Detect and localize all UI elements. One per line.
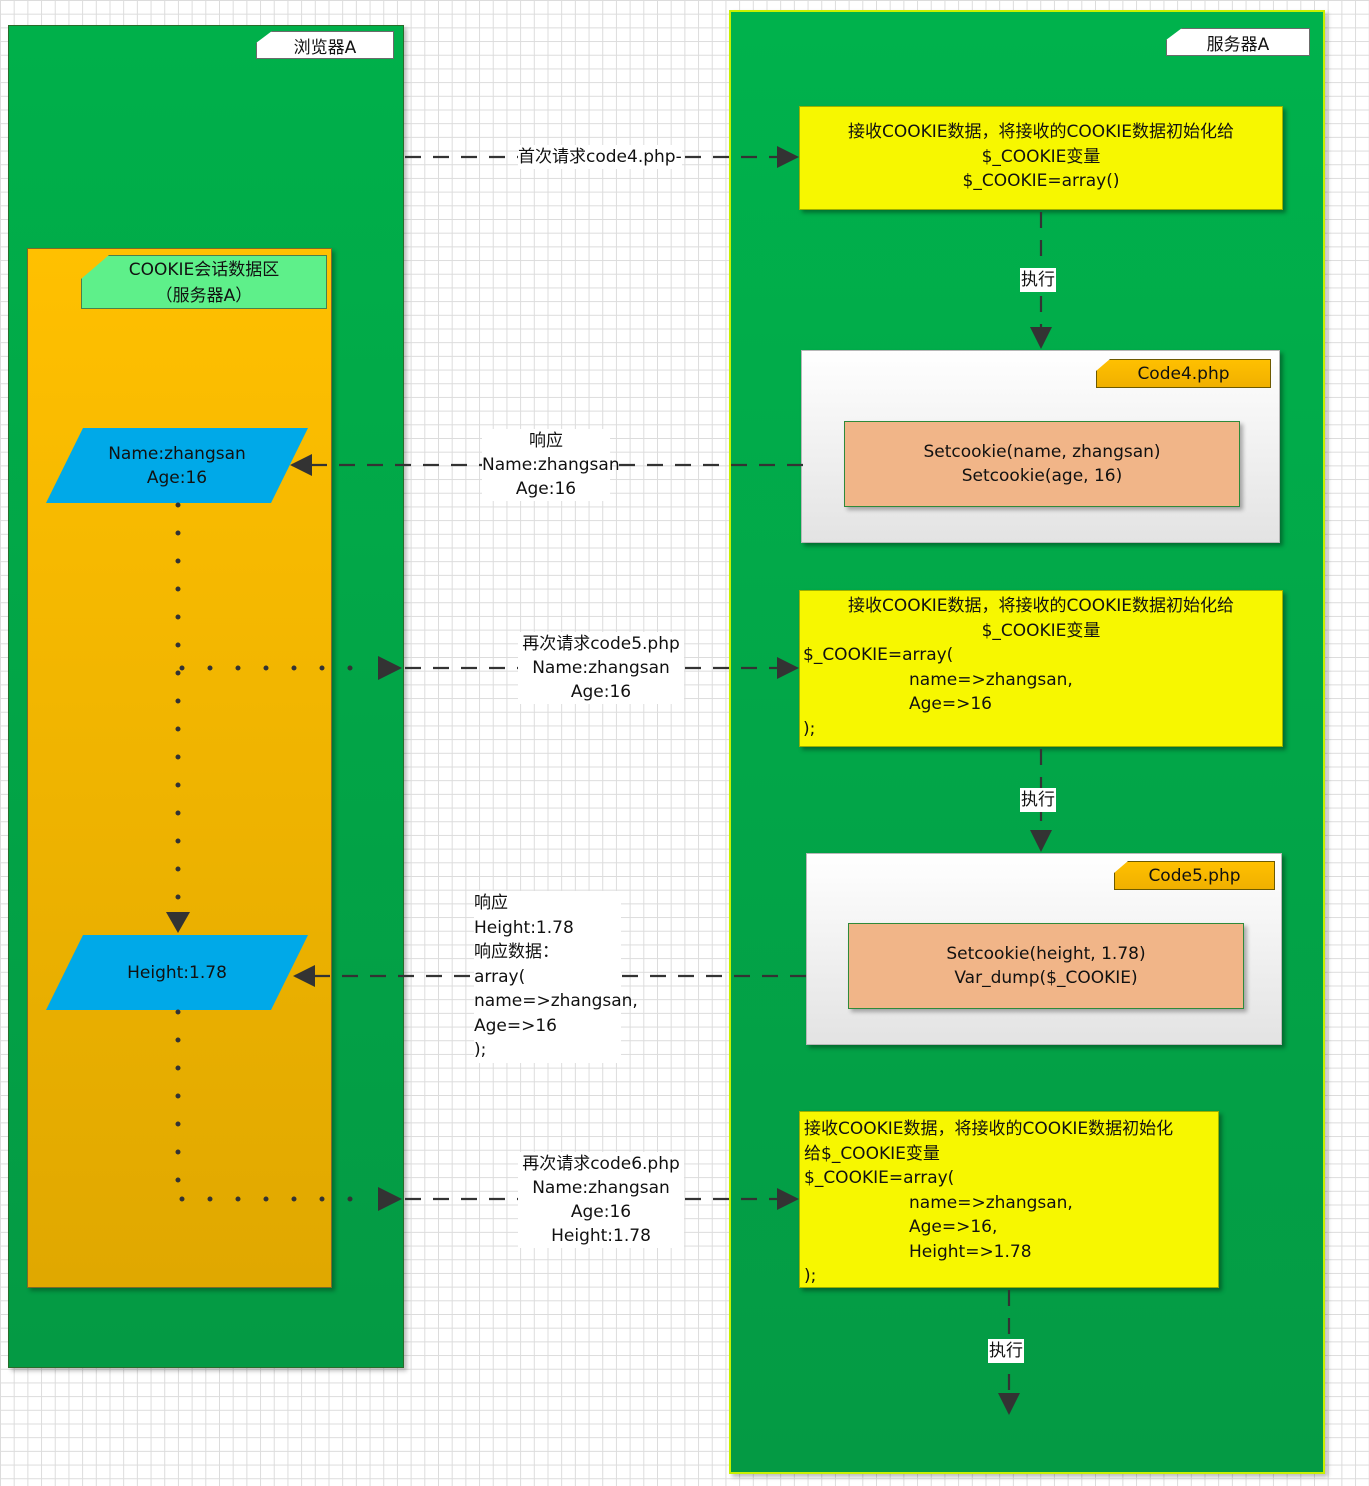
server-title: 服务器A <box>1166 28 1310 56</box>
execute-label-3: 执行 <box>988 1339 1024 1363</box>
execute-label-1: 执行 <box>1020 268 1056 292</box>
execute-label-2: 执行 <box>1020 788 1056 812</box>
server-receive-box-1: 接收COOKIE数据，将接收的COOKIE数据初始化给 $_COOKIE变量 $… <box>799 106 1283 210</box>
browser-title: 浏览器A <box>256 31 394 59</box>
cookie-data-zone <box>27 248 332 1288</box>
cookie-store-height: Height:1.78 <box>46 935 308 1010</box>
server-receive-box-2: 接收COOKIE数据，将接收的COOKIE数据初始化给 $_COOKIE变量 $… <box>799 590 1283 747</box>
request-label-1: 首次请求code4.php- <box>518 145 682 169</box>
cookie-zone-title: COOKIE会话数据区 （服务器A） <box>81 255 327 309</box>
server-receive-box-3: 接收COOKIE数据，将接收的COOKIE数据初始化 给$_COOKIE变量 $… <box>799 1111 1219 1288</box>
request-label-2: 再次请求code5.php Name:zhangsan Age:16 <box>518 632 684 704</box>
code5-body: Setcookie(height, 1.78) Var_dump($_COOKI… <box>848 923 1244 1009</box>
cookie-flow-arrowhead-2 <box>378 656 402 680</box>
code5-title: Code5.php <box>1114 861 1275 890</box>
cookie-store-name-age: Name:zhangsan Age:16 <box>46 428 308 503</box>
cookie-flow-arrowhead-3 <box>378 1187 402 1211</box>
request-label-3: 再次请求code6.php Name:zhangsan Age:16 Heigh… <box>518 1152 684 1248</box>
response-label-1: 响应 Name:zhangsan Age:16 <box>482 429 620 501</box>
cookie-flow-arrowhead-1 <box>166 912 190 933</box>
code4-body: Setcookie(name, zhangsan) Setcookie(age,… <box>844 421 1240 507</box>
code4-title: Code4.php <box>1096 359 1271 388</box>
response-label-2: 响应 Height:1.78 响应数据： array( name=>zhangs… <box>474 891 638 1063</box>
